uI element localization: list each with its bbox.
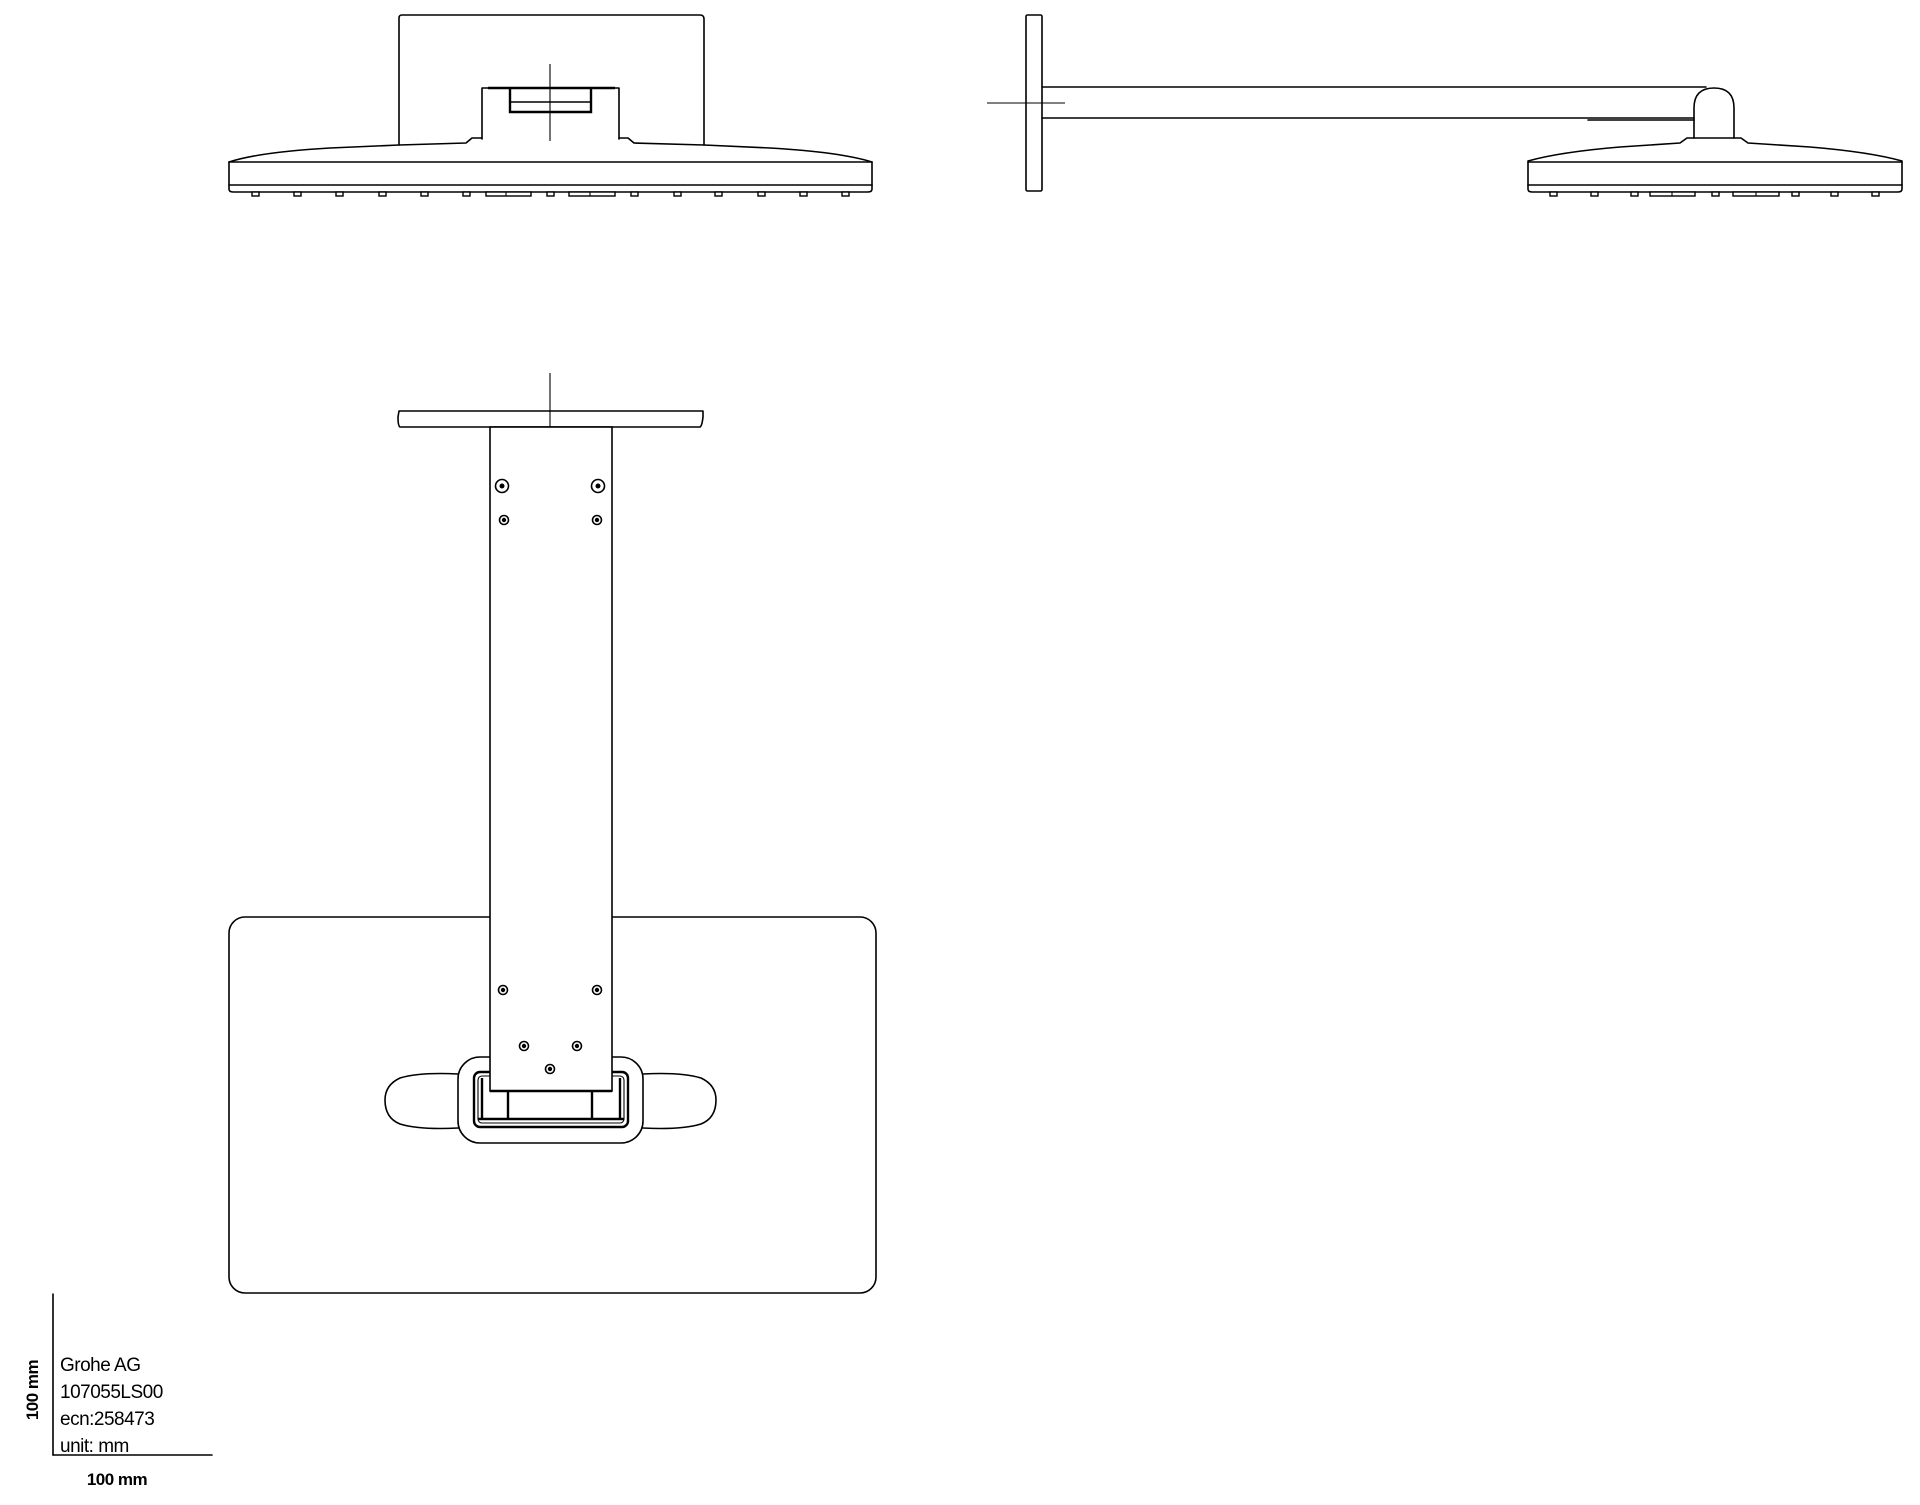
scale-vertical-label: 100 mm	[23, 1359, 42, 1421]
top-shower-arm	[489, 426, 613, 1092]
side-ball-joint	[1693, 87, 1735, 139]
scale-bar	[52, 1293, 213, 1456]
front-nozzles	[251, 191, 850, 197]
side-view	[987, 14, 1903, 197]
front-wall-plate	[398, 14, 705, 146]
company-name: Grohe AG	[60, 1355, 141, 1376]
front-head-top-profile	[228, 137, 873, 163]
top-view	[228, 373, 877, 1294]
top-left-wing	[384, 1072, 459, 1130]
side-head-body	[1527, 161, 1903, 193]
side-head-top-profile	[1527, 137, 1903, 162]
top-connector-sides	[506, 1091, 594, 1119]
top-screws	[494, 478, 606, 1075]
part-number: 107055LS00	[60, 1382, 163, 1403]
unit-label: unit: mm	[60, 1436, 129, 1457]
ecn-number: ecn:258473	[60, 1409, 155, 1430]
side-nozzles	[1549, 191, 1880, 197]
front-head-body	[228, 161, 873, 193]
scale-horizontal-label: 100 mm	[86, 1470, 148, 1489]
title-block: Grohe AG 107055LS00 ecn:258473 unit: mm	[60, 1352, 163, 1460]
top-wall-plate	[397, 410, 704, 428]
top-right-wing	[642, 1072, 717, 1130]
front-view	[228, 14, 873, 197]
